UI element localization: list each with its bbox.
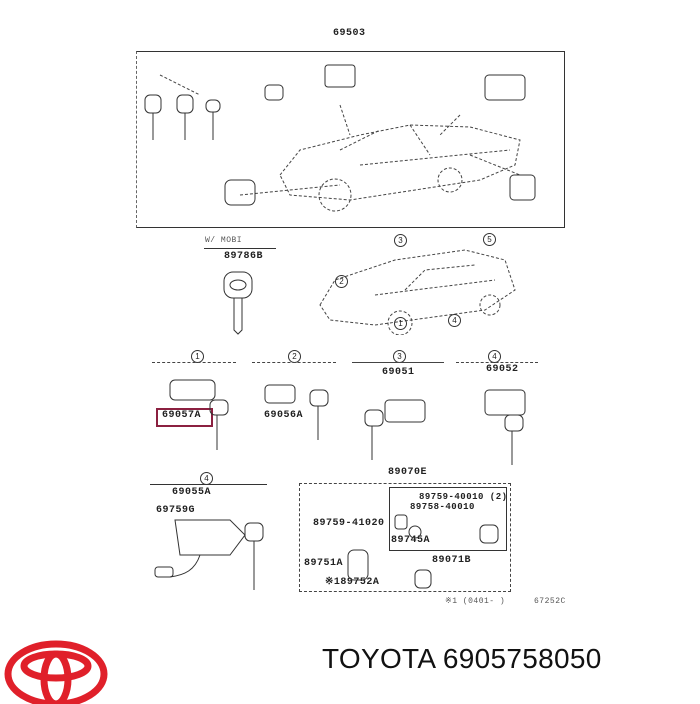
reference-code: 67252C bbox=[534, 597, 566, 606]
ignition-lock-illustration bbox=[154, 519, 264, 590]
part-label-69056A: 69056A bbox=[264, 410, 304, 421]
group-2-bracket bbox=[252, 362, 336, 363]
wireless-key-note: W/ MOBI bbox=[205, 236, 243, 245]
location-marker-1: 1 bbox=[394, 317, 407, 330]
transmitter-frame bbox=[299, 483, 511, 592]
location-marker-5: 5 bbox=[483, 233, 496, 246]
part-label-89070E: 89070E bbox=[388, 467, 428, 478]
key-illustration bbox=[223, 271, 253, 335]
car-overview-illustration bbox=[144, 64, 536, 212]
group-3-bracket bbox=[352, 362, 444, 363]
transmitter-illustration bbox=[347, 514, 499, 589]
part-label-69759G: 69759G bbox=[156, 505, 196, 516]
location-marker-2: 2 bbox=[335, 275, 348, 288]
location-marker-4: 4 bbox=[448, 314, 461, 327]
part-label-69057A: 69057A bbox=[162, 410, 202, 421]
group-5-bracket bbox=[150, 484, 267, 485]
part-label-89759-40010-2: 89759-40010 (2) bbox=[419, 492, 508, 502]
product-title: TOYOTA 6905758050 bbox=[322, 643, 602, 674]
toyota-logo-icon bbox=[4, 640, 108, 704]
group-4-bracket bbox=[456, 362, 538, 363]
part-label-89752A: ※189752A bbox=[325, 577, 380, 588]
part-label-89759-41020: 89759-41020 bbox=[313, 518, 385, 529]
group-1-bracket bbox=[152, 362, 236, 363]
location-marker-3: 3 bbox=[394, 234, 407, 247]
top-group-frame bbox=[136, 51, 565, 228]
part-label-89745A: 89745A bbox=[391, 535, 431, 546]
part-label-69051: 69051 bbox=[382, 367, 415, 378]
footnote: ※1 (0401- ) bbox=[445, 597, 506, 606]
highlighted-part-box bbox=[156, 408, 213, 427]
transmitter-inner-frame bbox=[389, 487, 507, 551]
part-label-89786B: 89786B bbox=[224, 251, 264, 262]
wireless-key-bracket bbox=[204, 248, 276, 249]
part-label-69055A: 69055A bbox=[172, 487, 212, 498]
lock-cylinders-illustration bbox=[169, 379, 526, 465]
part-label-89071B: 89071B bbox=[432, 555, 472, 566]
part-label-89758-40010: 89758-40010 bbox=[410, 502, 475, 512]
part-label-89751A: 89751A bbox=[304, 558, 344, 569]
car-location-illustration bbox=[319, 249, 516, 335]
part-label-69052: 69052 bbox=[486, 364, 519, 375]
part-label-69503: 69503 bbox=[333, 28, 366, 39]
